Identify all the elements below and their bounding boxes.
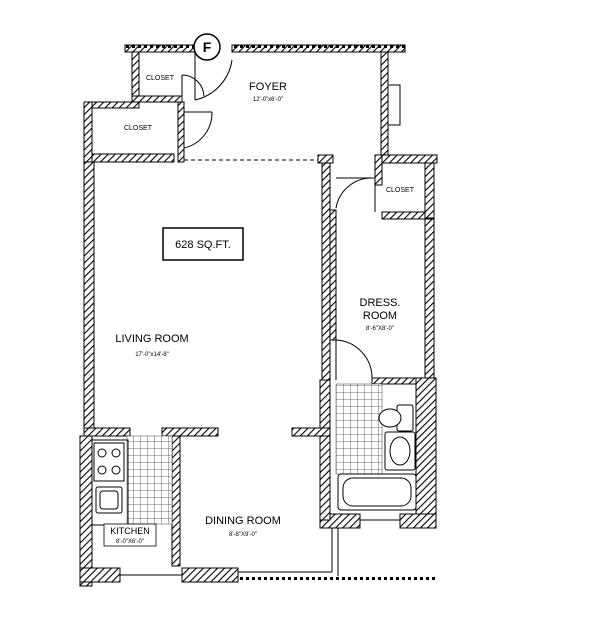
living-label: LIVING ROOM (115, 333, 188, 345)
living-dims: 17'-0"x14'-8" (135, 352, 169, 358)
window-top-left (125, 45, 195, 48)
kitchen-label-box (103, 523, 157, 547)
closet-a-label: CLOSET (146, 75, 175, 82)
wall-foyer-right (380, 51, 389, 161)
window-edges (120, 45, 438, 580)
wall-divider-right (291, 427, 331, 437)
wall-foyer-bump (387, 84, 401, 126)
wall-closet-b-right (177, 101, 185, 163)
wall-bath-bottom-right (399, 513, 437, 529)
wall-divider-left (83, 427, 131, 437)
dress-label-1: DRESS. (360, 297, 401, 309)
doors (181, 52, 376, 380)
marker-label: F (203, 39, 212, 55)
door-closet-c (335, 177, 375, 209)
kitchen-label: KITCHEN (110, 526, 150, 536)
window-top-right (232, 45, 405, 48)
bathtub-inner (342, 477, 412, 507)
area-label: 628 SQ.FT. (175, 239, 231, 251)
wall-closet-c-right (424, 162, 435, 219)
wall-closet-b-bottom (91, 153, 175, 163)
lavatory (389, 436, 411, 466)
door-closet-a (181, 74, 205, 97)
sink (95, 486, 123, 514)
kitchen-fixtures (91, 439, 129, 526)
window-bottom (238, 577, 438, 580)
kitchen-counter (91, 439, 129, 526)
walls (79, 44, 438, 587)
wall-bottom-left (79, 567, 121, 583)
wall-dress-right (424, 218, 435, 380)
wall-closet-a-bottom (131, 95, 183, 103)
wall-closet-c-top (374, 154, 438, 164)
wall-closet-c-left (374, 154, 383, 186)
door-dress-bath (335, 339, 373, 380)
wall-closet-b-left (83, 101, 93, 163)
burner-1 (97, 448, 107, 458)
marker-circle (193, 33, 221, 61)
wall-left-exterior (83, 161, 95, 433)
foyer-label: FOYER (249, 81, 287, 93)
burner-3 (97, 465, 107, 475)
wall-left-lower (79, 435, 93, 587)
wall-bath-right (415, 377, 437, 529)
wall-closet-c-bottom (381, 211, 426, 220)
dining-dims: 8'-8"X9'-0" (229, 532, 257, 538)
foyer-dims: 12'-0"x6'-0" (253, 97, 283, 103)
wall-bottom-mid (181, 567, 239, 583)
wall-bath-left (319, 379, 331, 521)
wall-kitchen-right (171, 435, 181, 567)
closet-b-label: CLOSET (124, 125, 153, 132)
door-closet-b (183, 111, 213, 149)
burner-4 (111, 465, 121, 475)
bath-fixtures (337, 404, 417, 511)
dress-dims: 8'-6"X8'-0" (366, 326, 394, 332)
wall-living-top-right (317, 154, 334, 164)
door-entry (194, 52, 233, 101)
sink-basin (99, 490, 119, 510)
stove (93, 442, 125, 482)
dining-label: DINING ROOM (205, 515, 281, 527)
closet-c-label: CLOSET (386, 187, 415, 194)
area-box (162, 227, 244, 261)
wall-divider-mid (161, 427, 219, 437)
wall-dress-left (329, 209, 337, 341)
wall-closet-a-left (131, 51, 140, 103)
kitchen-floor-tile (126, 435, 173, 525)
toilet-bowl (378, 408, 402, 428)
bath-floor-tile (335, 383, 383, 475)
burner-2 (111, 448, 121, 458)
dress-label-2: ROOM (363, 310, 397, 322)
kitchen-dims: 8'-0"X6'-0" (116, 539, 144, 545)
